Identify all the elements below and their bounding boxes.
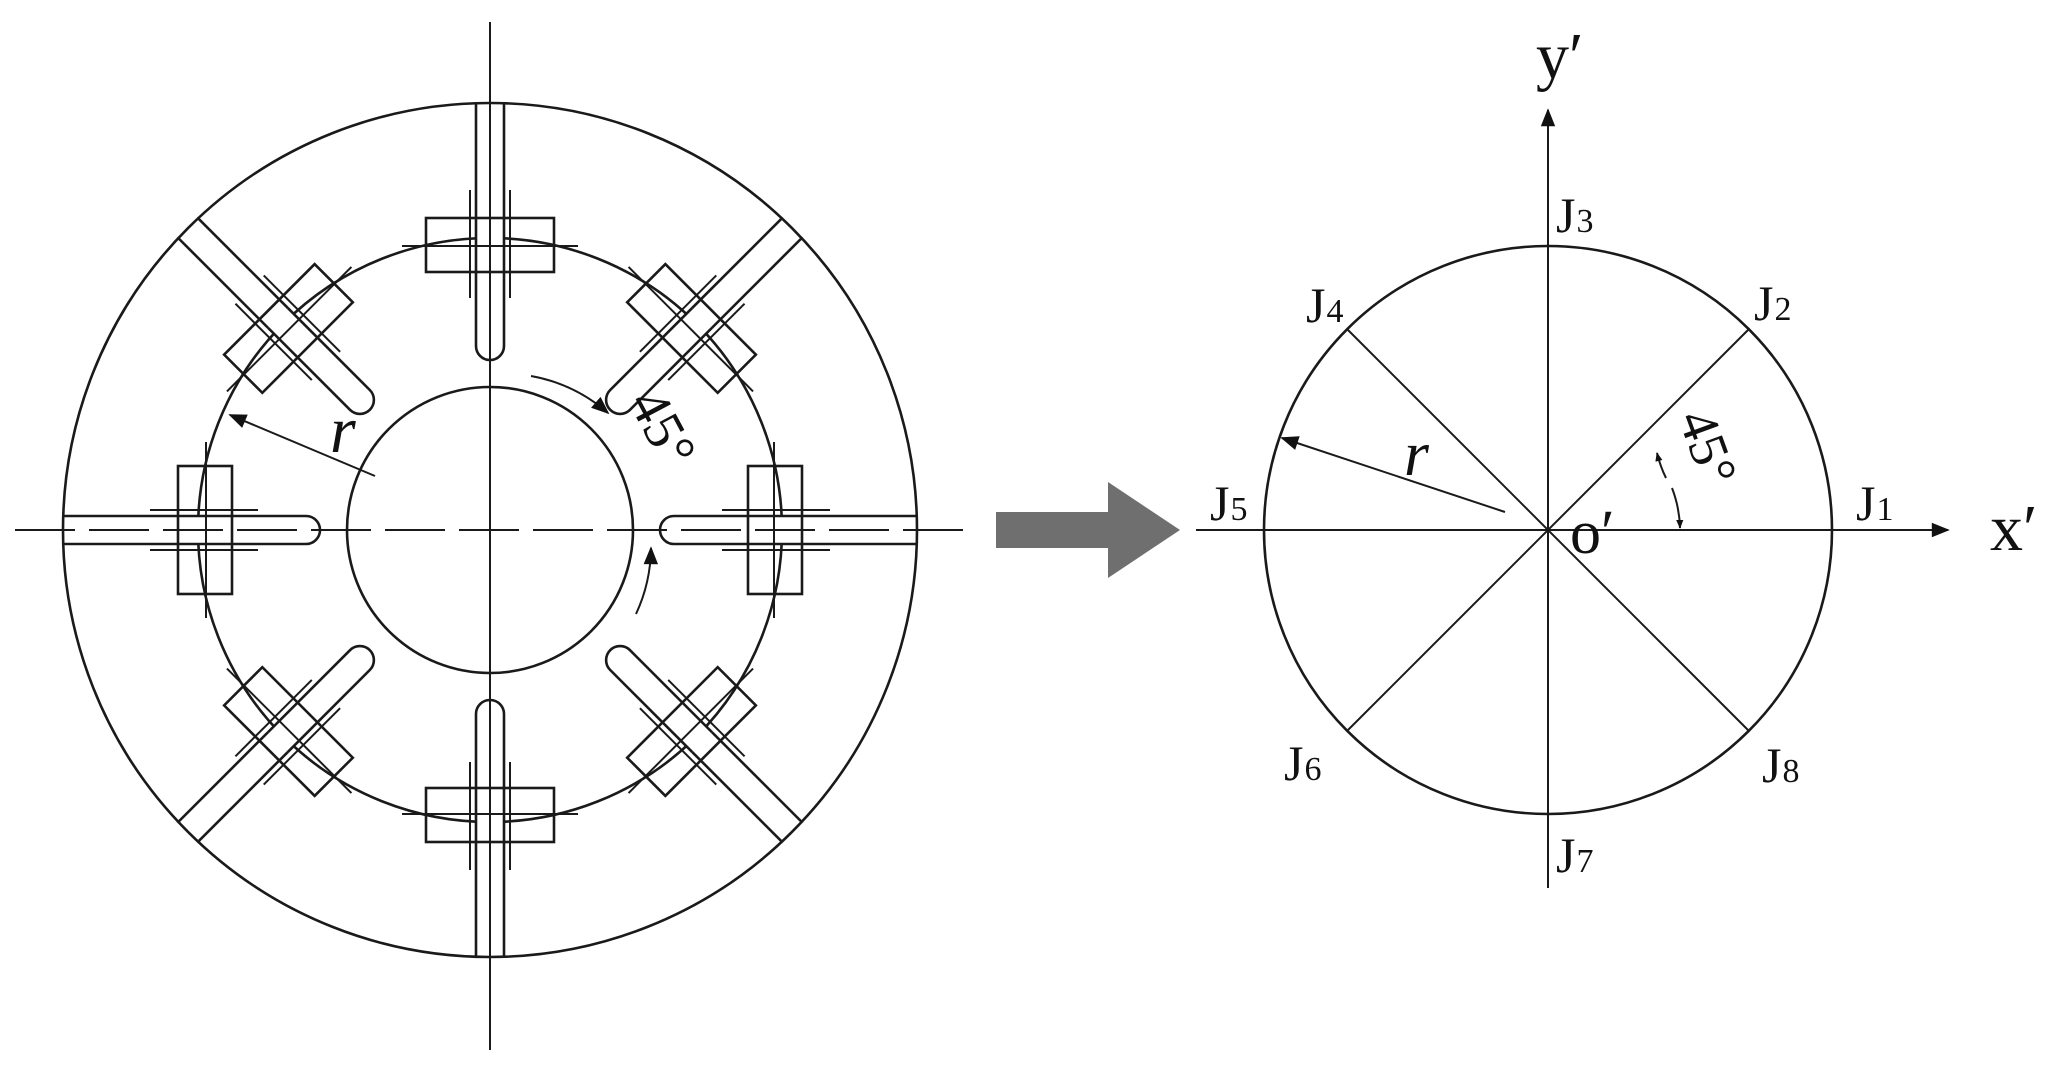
clamp-north-east <box>625 262 758 395</box>
slot-gap <box>168 725 295 852</box>
slot-edge <box>691 216 784 309</box>
slot-edge <box>176 731 269 824</box>
slot-edge <box>711 731 804 824</box>
slot-edge <box>176 236 269 329</box>
point-label-j1: J1 <box>1856 475 1893 531</box>
slot-north-east <box>604 208 812 416</box>
fixture-drawing: r 45° <box>15 22 965 1050</box>
clamp-guide <box>667 679 746 757</box>
radius-arrow <box>1280 436 1506 513</box>
angle-arc-lower <box>635 546 659 615</box>
point-label-j2: J2 <box>1754 275 1791 331</box>
angle-arc-upper <box>530 375 610 415</box>
slot-south-west <box>168 644 376 852</box>
origin-label: o′ <box>1570 499 1615 567</box>
clamp-guide <box>234 679 313 757</box>
slot-inner <box>604 644 713 753</box>
slot-south-east <box>604 644 812 852</box>
x-axis-label: x′ <box>1990 492 2037 565</box>
radius-label: r <box>330 394 356 467</box>
angle-label: 45° <box>617 379 709 477</box>
clamp-guide <box>667 303 746 381</box>
slot-edge <box>196 216 289 309</box>
outer-ring <box>61 101 919 959</box>
diagonal-j2-j6 <box>1347 329 1749 731</box>
slot-gap <box>168 208 295 335</box>
clamp-north-west <box>222 262 355 395</box>
angle-arc-lower <box>1671 487 1684 529</box>
point-label-j3: J3 <box>1556 187 1593 243</box>
slot-edge <box>691 751 784 844</box>
clamp-guide <box>263 274 341 353</box>
y-axis-label: y′ <box>1536 20 1583 93</box>
clamp-guide <box>234 303 313 381</box>
clamp-centerline <box>226 266 353 393</box>
coordinate-diagram: r 45° y′ x′ o′ J1 J2 J3 J4 J5 J6 J7 J8 <box>1196 20 2037 888</box>
angle-arc-upper <box>1655 452 1667 479</box>
clamp-centerline <box>226 667 353 794</box>
clamp-guide <box>263 707 341 786</box>
slot-inner <box>604 307 713 416</box>
slot-gap <box>685 208 812 335</box>
clamp-south-west <box>222 665 355 798</box>
point-label-j5: J5 <box>1210 475 1247 531</box>
point-label-j6: J6 <box>1284 735 1321 791</box>
clamp-guide <box>639 707 717 786</box>
clamp-centerline <box>627 667 754 794</box>
slot-inner <box>267 644 376 753</box>
clamp-centerline <box>627 266 754 393</box>
clamp-south-east <box>625 665 758 798</box>
point-label-j8: J8 <box>1762 737 1799 793</box>
slot-edge <box>711 236 804 329</box>
radius-label: r <box>1404 418 1430 489</box>
slot-gap <box>685 725 812 852</box>
point-label-j4: J4 <box>1306 277 1343 333</box>
angle-label: 45° <box>1667 402 1749 494</box>
radius-arrow <box>228 414 376 477</box>
point-label-j7: J7 <box>1556 827 1593 883</box>
transform-arrow <box>996 482 1180 578</box>
clamp-guide <box>639 274 717 353</box>
slot-inner <box>267 307 376 416</box>
slot-edge <box>196 751 289 844</box>
slot-north-west <box>168 208 376 416</box>
